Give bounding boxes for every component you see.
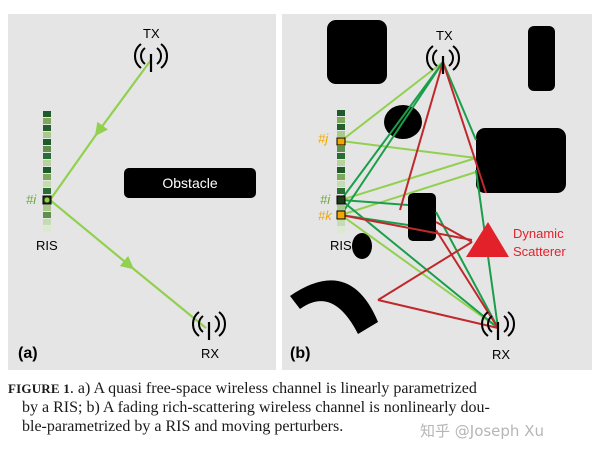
panel-b-obstacles [290, 20, 566, 334]
ris-label-a: RIS [36, 238, 58, 253]
caption-line-1: FIGURE 1. a) A quasi free-space wireless… [8, 379, 593, 398]
ris-element-label-j: #j [318, 131, 329, 146]
rx-label-b: RX [492, 347, 511, 362]
panel-b-label: (b) [290, 345, 311, 362]
rx-label-a: RX [201, 346, 220, 361]
panel-a-label: (a) [18, 345, 38, 362]
dynamic-scatterer-triangle [466, 222, 509, 257]
scatterer-label-line1: Dynamic [513, 226, 564, 241]
ris-element-i-marker [44, 197, 50, 203]
figure-caption: FIGURE 1. a) A quasi free-space wireless… [8, 379, 593, 436]
ris-panel-b [336, 110, 346, 233]
tx-label-a: TX [143, 26, 160, 41]
obstacle-label: Obstacle [162, 175, 218, 191]
panel-b-light-green-paths [340, 61, 499, 329]
ris-label-b: RIS [330, 238, 352, 253]
ris-element-label-k: #k [318, 208, 332, 223]
tx-antenna-icon-a [133, 42, 169, 74]
rx-antenna-icon-a [191, 310, 227, 342]
tx-label-b: TX [436, 28, 453, 43]
tx-antenna-icon-b [425, 44, 461, 76]
caption-line-1-text: . a) A quasi free-space wireless channel… [69, 380, 477, 397]
panel-b-dark-green-paths [340, 61, 499, 329]
caption-line-2: by a RIS; b) A fading rich-scattering wi… [22, 399, 490, 416]
ris-element-label-i: #i [320, 192, 331, 207]
figure-label: FIGURE 1 [8, 381, 70, 396]
obstacle-block [124, 168, 256, 198]
ris-panel-a [42, 111, 52, 232]
watermark: 知乎 @Joseph Xu [420, 422, 544, 440]
scatterer-label-line2: Scatterer [513, 244, 566, 259]
ris-element-label-a: #i [26, 192, 37, 207]
caption-line-3: ble-parametrized by a RIS and moving per… [22, 418, 344, 435]
panel-b-red-paths [340, 61, 499, 329]
